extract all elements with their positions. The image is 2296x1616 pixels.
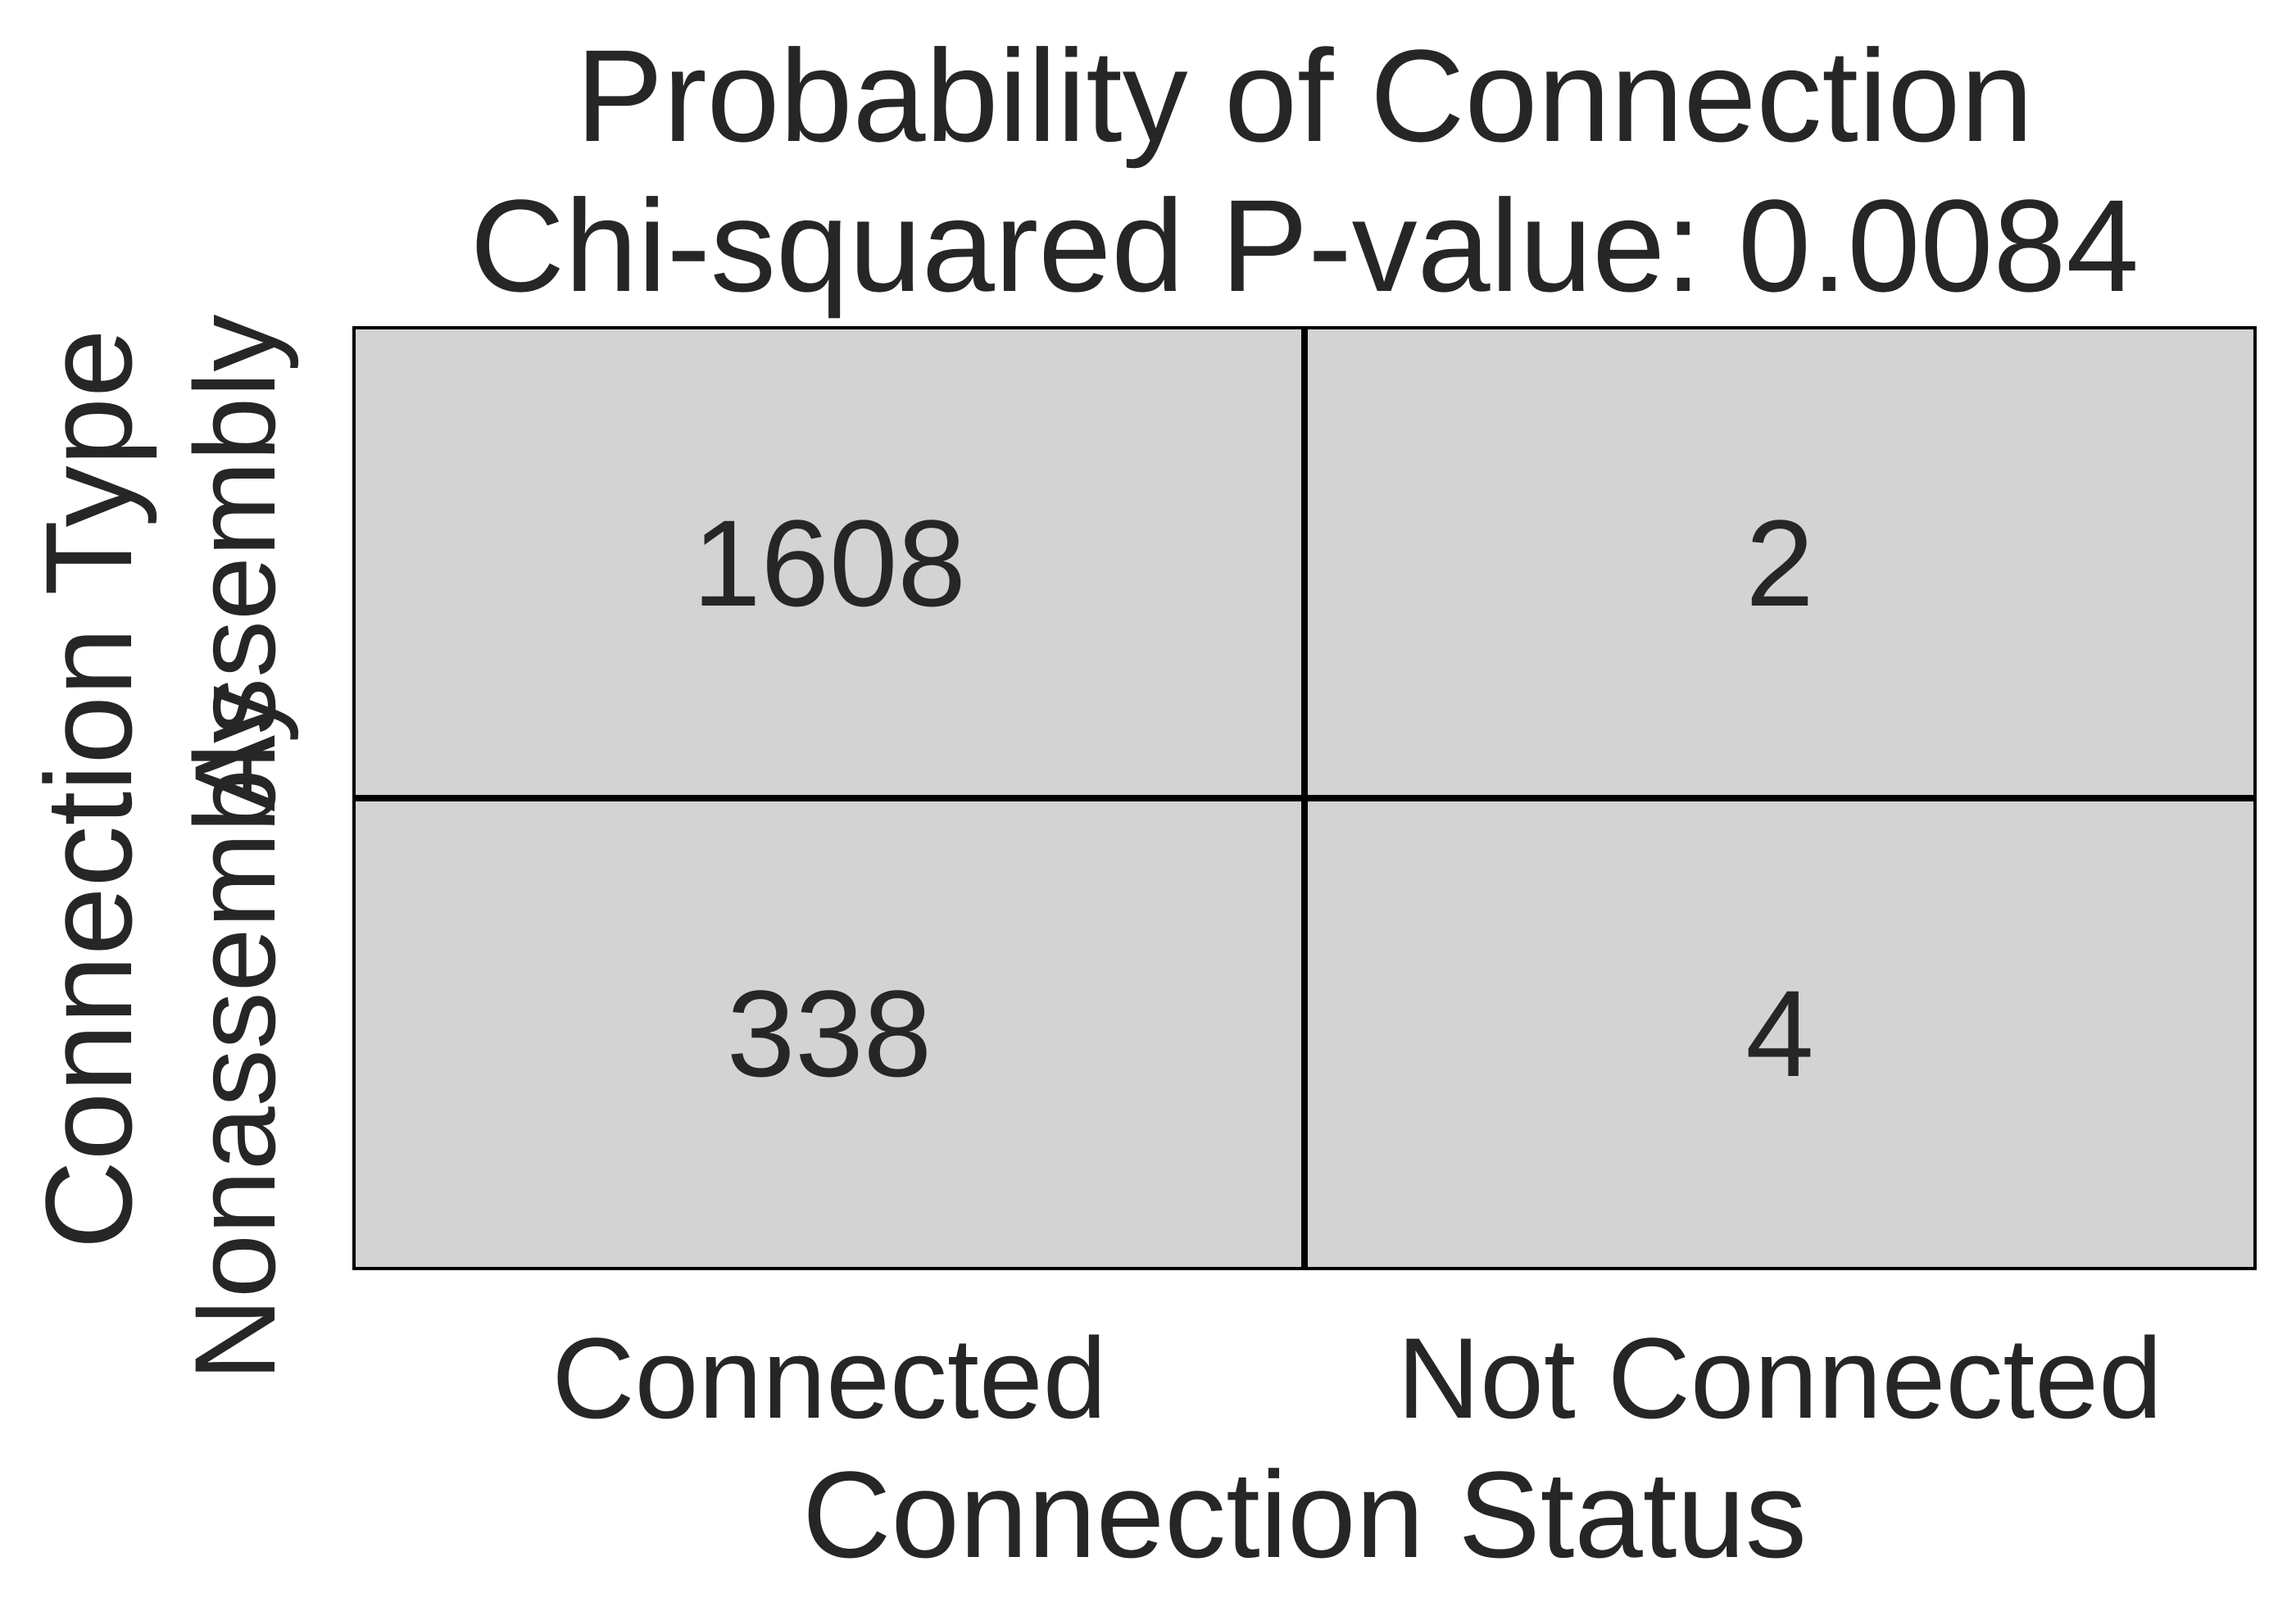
heatmap-cell-borders bbox=[352, 326, 2257, 1270]
heatmap-cell-0-0 bbox=[354, 328, 1305, 798]
heatmap-cell-1-1 bbox=[1305, 798, 2255, 1269]
chart-title-line-2: Chi-squared P-value: 0.0084 bbox=[470, 172, 2139, 319]
y-axis-label: Connection Type bbox=[20, 329, 157, 1249]
x-tick-label-0: Connected bbox=[551, 1314, 1106, 1442]
chart-title-line-1: Probability of Connection bbox=[576, 22, 2034, 169]
heatmap-cells bbox=[354, 328, 2255, 1269]
x-tick-labels: Connected Not Connected bbox=[551, 1314, 2162, 1442]
x-axis-label: Connection Status bbox=[802, 1446, 1807, 1583]
heatmap-cell-labels: 1608 2 338 4 bbox=[692, 494, 1814, 1102]
heatmap-cell-1-0 bbox=[354, 798, 1305, 1269]
x-tick-label-1: Not Connected bbox=[1397, 1314, 2162, 1442]
cell-value-1-0: 338 bbox=[727, 965, 932, 1102]
y-tick-label-1: Nonassembly bbox=[170, 686, 299, 1381]
heatmap-cell-0-1 bbox=[1305, 328, 2255, 798]
cell-value-0-1: 2 bbox=[1745, 494, 1813, 632]
cell-value-1-1: 4 bbox=[1745, 965, 1813, 1102]
y-tick-label-0: Assembly bbox=[170, 315, 299, 812]
cell-value-0-0: 1608 bbox=[692, 494, 966, 632]
